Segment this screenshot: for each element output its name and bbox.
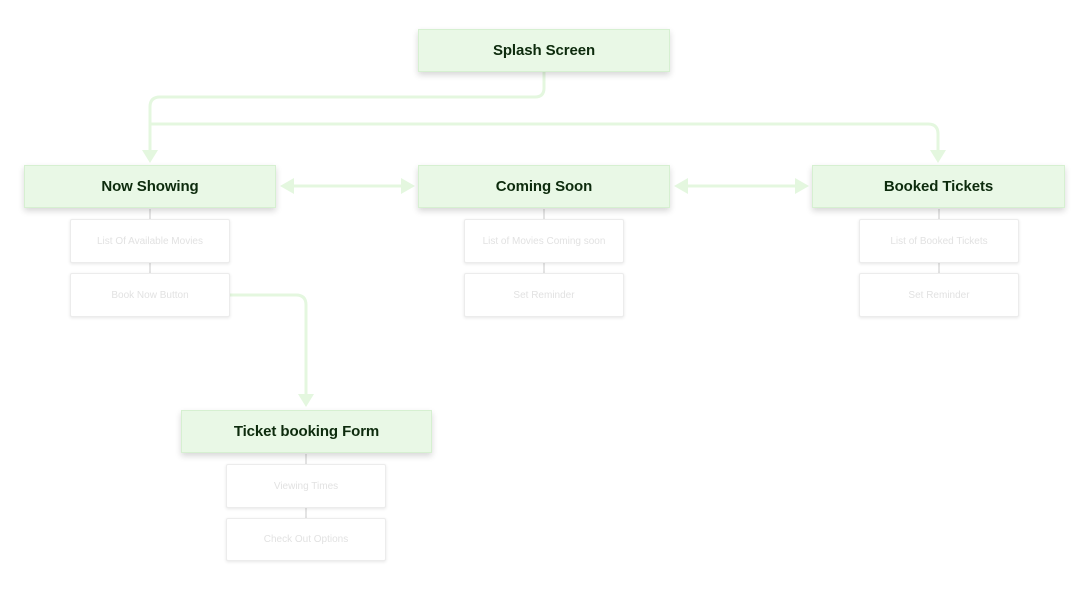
booked-tickets-node: Booked Tickets — [812, 165, 1065, 208]
arrowhead-booked-tickets — [930, 150, 946, 163]
ticket-booking-form-node: Ticket booking Form — [181, 410, 432, 453]
detail-list-of-movies-coming-soon: List of Movies Coming soon — [464, 219, 624, 263]
detail-check-out-options: Check Out Options — [226, 518, 386, 561]
arrowhead-right-coming-soon — [401, 178, 415, 194]
detail-list-of-booked-tickets: List of Booked Tickets — [859, 219, 1019, 263]
arrowhead-now-showing — [142, 150, 158, 163]
detail-ties — [149, 209, 940, 518]
now-showing-node: Now Showing — [24, 165, 276, 208]
connector-book-now-to-ticket-form — [230, 293, 308, 398]
coming-soon-node: Coming Soon — [418, 165, 670, 208]
connector-splash-to-now-showing — [148, 72, 546, 157]
detail-viewing-times: Viewing Times — [226, 464, 386, 508]
splash-screen-node: Splash Screen — [418, 29, 670, 72]
detail-book-now-button: Book Now Button — [70, 273, 230, 317]
arrowhead-right-booked-tickets — [795, 178, 809, 194]
detail-set-reminder-coming-soon: Set Reminder — [464, 273, 624, 317]
connector-splash-to-booked-tickets — [150, 122, 940, 157]
arrowhead-left-now-showing — [280, 178, 294, 194]
detail-set-reminder-booked-tickets: Set Reminder — [859, 273, 1019, 317]
detail-list-of-available-movies: List Of Available Movies — [70, 219, 230, 263]
arrowhead-left-coming-soon — [674, 178, 688, 194]
arrowhead-ticket-form — [298, 394, 314, 407]
